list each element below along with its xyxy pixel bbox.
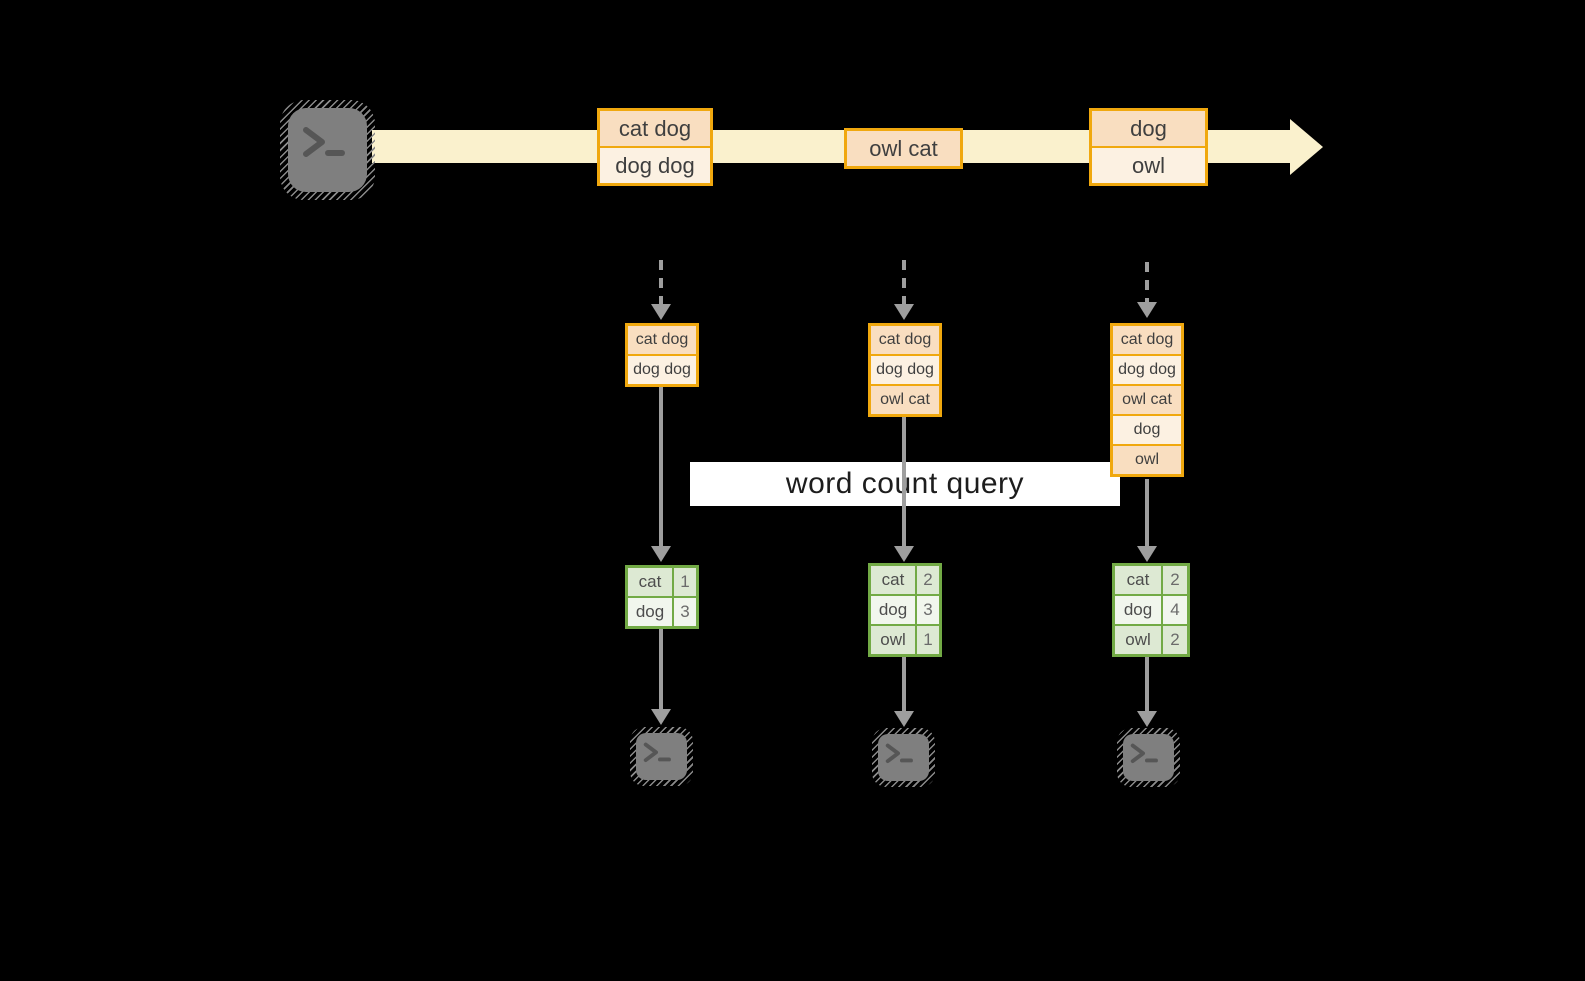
state-cell: owl cat xyxy=(1113,386,1181,414)
arrow-head-icon xyxy=(894,546,914,562)
wordcount-table: cat 2 dog 4 owl 2 xyxy=(1112,563,1190,657)
state-cell: cat dog xyxy=(1113,326,1181,354)
stream-message-line: owl xyxy=(1092,148,1205,183)
stream-arrowhead-icon xyxy=(1290,119,1323,175)
state-cell: dog dog xyxy=(1113,356,1181,384)
stream-message-box: cat dog dog dog xyxy=(597,108,713,186)
wordcount-table: cat 2 dog 3 owl 1 xyxy=(868,563,942,657)
dashed-arrow-head-icon xyxy=(1137,302,1157,318)
arrow-line xyxy=(902,416,906,546)
stream-message-line: dog xyxy=(1092,111,1205,146)
state-cell: owl xyxy=(1113,446,1181,474)
stream-message-line: owl cat xyxy=(847,131,960,166)
stream-message-line: cat dog xyxy=(600,111,710,146)
terminal-prompt-icon xyxy=(878,734,929,781)
count-cell: 2 xyxy=(1163,626,1187,654)
arrow-head-icon xyxy=(651,709,671,725)
arrow-line xyxy=(659,387,663,546)
state-buffer-box: cat dog dog dog owl cat dog owl xyxy=(1110,323,1184,477)
state-cell: cat dog xyxy=(628,326,696,354)
count-cell: 1 xyxy=(917,626,939,654)
table-row: cat 2 xyxy=(1115,566,1187,594)
arrow-line xyxy=(1145,656,1149,711)
word-cell: cat xyxy=(871,566,915,594)
table-row: owl 1 xyxy=(871,626,939,654)
dashed-arrow-head-icon xyxy=(894,304,914,320)
count-cell: 3 xyxy=(674,598,696,626)
terminal-prompt-icon xyxy=(288,108,367,192)
stream-message-box: dog owl xyxy=(1089,108,1208,186)
arrow-line xyxy=(902,656,906,711)
arrow-line xyxy=(659,628,663,709)
state-buffer-box: cat dog dog dog owl cat xyxy=(868,323,942,417)
arrow-head-icon xyxy=(1137,711,1157,727)
state-cell: dog dog xyxy=(628,356,696,384)
arrow-head-icon xyxy=(651,546,671,562)
output-terminal-icon xyxy=(630,727,693,786)
table-row: owl 2 xyxy=(1115,626,1187,654)
table-row: cat 2 xyxy=(871,566,939,594)
stream-message-box: owl cat xyxy=(844,128,963,169)
dashed-arrow-head-icon xyxy=(651,304,671,320)
count-cell: 2 xyxy=(917,566,939,594)
output-terminal-icon xyxy=(1117,728,1180,787)
count-cell: 2 xyxy=(1163,566,1187,594)
table-row: cat 1 xyxy=(628,568,696,596)
count-cell: 4 xyxy=(1163,596,1187,624)
state-buffer-box: cat dog dog dog xyxy=(625,323,699,387)
state-cell: owl cat xyxy=(871,386,939,414)
state-cell: dog xyxy=(1113,416,1181,444)
source-terminal-icon xyxy=(280,100,375,200)
count-cell: 1 xyxy=(674,568,696,596)
wordcount-table: cat 1 dog 3 xyxy=(625,565,699,629)
dashed-arrow-line xyxy=(1145,262,1149,304)
output-terminal-icon xyxy=(872,728,935,787)
state-cell: cat dog xyxy=(871,326,939,354)
word-cell: cat xyxy=(628,568,672,596)
arrow-head-icon xyxy=(1137,546,1157,562)
word-cell: owl xyxy=(871,626,915,654)
count-cell: 3 xyxy=(917,596,939,624)
terminal-prompt-icon xyxy=(1123,734,1174,781)
word-cell: dog xyxy=(871,596,915,624)
word-cell: owl xyxy=(1115,626,1161,654)
word-cell: dog xyxy=(628,598,672,626)
stream-message-line: dog dog xyxy=(600,148,710,183)
table-row: dog 4 xyxy=(1115,596,1187,624)
dashed-arrow-line xyxy=(902,260,906,304)
word-cell: dog xyxy=(1115,596,1161,624)
dashed-arrow-line xyxy=(659,260,663,304)
table-row: dog 3 xyxy=(628,598,696,626)
word-cell: cat xyxy=(1115,566,1161,594)
table-row: dog 3 xyxy=(871,596,939,624)
state-cell: dog dog xyxy=(871,356,939,384)
terminal-prompt-icon xyxy=(636,733,687,780)
arrow-head-icon xyxy=(894,711,914,727)
arrow-line xyxy=(1145,479,1149,546)
